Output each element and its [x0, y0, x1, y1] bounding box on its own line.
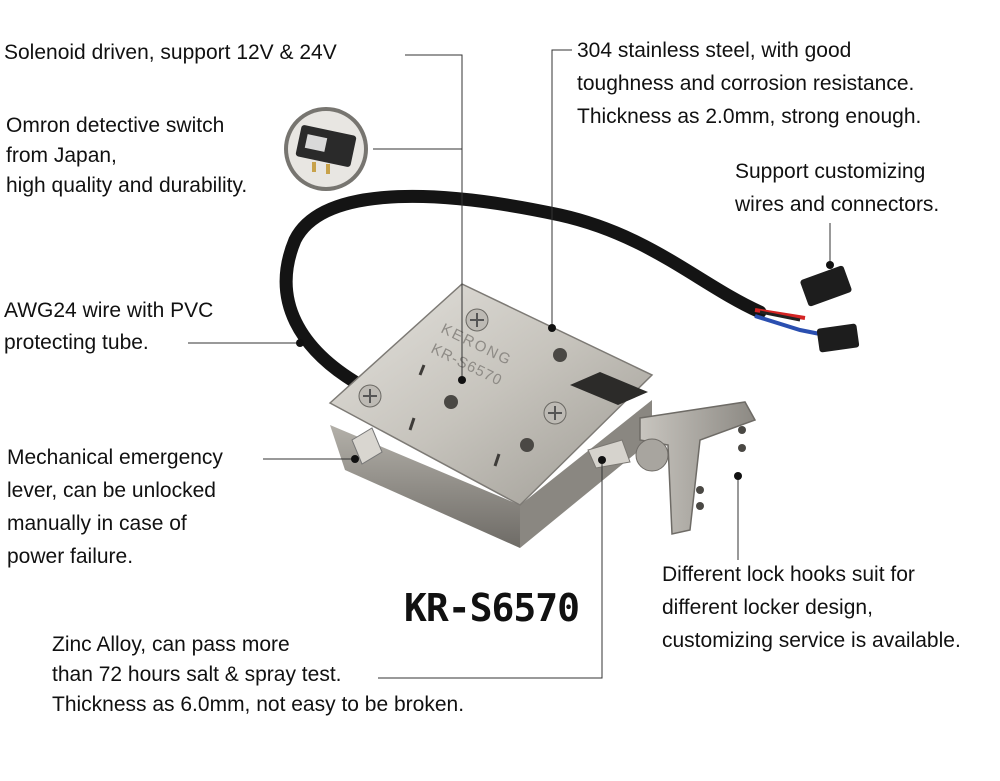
callout-line: manually in case of — [7, 512, 187, 535]
callout-zinc: Zinc Alloy, can pass more than 72 hours … — [52, 630, 464, 720]
callout-line: wires and connectors. — [735, 193, 940, 216]
callout-line: different locker design, — [662, 596, 873, 619]
callout-line: toughness and corrosion resistance. — [577, 72, 915, 95]
callout-solenoid: Solenoid driven, support 12V & 24V — [4, 37, 337, 69]
callout-line: Zinc Alloy, can pass more — [52, 633, 290, 656]
callout-line: Support customizing — [735, 160, 926, 183]
callout-line: AWG24 wire with PVC — [4, 299, 214, 322]
callout-line: power failure. — [7, 545, 134, 568]
callout-line: Thickness as 2.0mm, strong enough. — [577, 105, 922, 128]
callout-steel: 304 stainless steel, with good toughness… — [577, 34, 921, 133]
emergency-lever-shape — [351, 427, 383, 465]
callout-line: Thickness as 6.0mm, not easy to be broke… — [52, 693, 465, 716]
lock-body-side — [330, 425, 520, 548]
callout-line: Different lock hooks suit for — [662, 563, 915, 586]
omron-switch-thumbnail — [284, 107, 368, 191]
model-number-label: KR-S6570 — [404, 586, 580, 630]
lock-body-top — [328, 283, 654, 506]
callout-wire: AWG24 wire with PVC protecting tube. — [4, 295, 213, 359]
callout-line: 304 stainless steel, with good — [577, 39, 852, 62]
cable — [279, 189, 767, 392]
callout-hooks: Different lock hooks suit for different … — [662, 558, 961, 657]
leader-zinc — [378, 460, 603, 679]
callout-line: protecting tube. — [4, 331, 149, 354]
callout-line: than 72 hours salt & spray test. — [52, 663, 342, 686]
callout-line: customizing service is available. — [662, 629, 961, 652]
callout-line: Mechanical emergency — [7, 446, 223, 469]
callout-line: from Japan, — [6, 144, 117, 167]
callout-line: Solenoid driven, support 12V & 24V — [4, 41, 337, 64]
callout-line: Omron detective switch — [6, 114, 225, 137]
leader-steel — [551, 49, 572, 328]
callout-line: lever, can be unlocked — [7, 479, 216, 502]
leader-solenoid — [405, 54, 463, 380]
connector-icon — [800, 265, 860, 353]
callout-lever: Mechanical emergency lever, can be unloc… — [7, 441, 223, 573]
lock-hook-shape — [635, 401, 757, 535]
callout-omron: Omron detective switch from Japan, high … — [6, 111, 247, 201]
callout-connectors: Support customizing wires and connectors… — [735, 155, 939, 221]
callout-line: high quality and durability. — [6, 174, 248, 197]
